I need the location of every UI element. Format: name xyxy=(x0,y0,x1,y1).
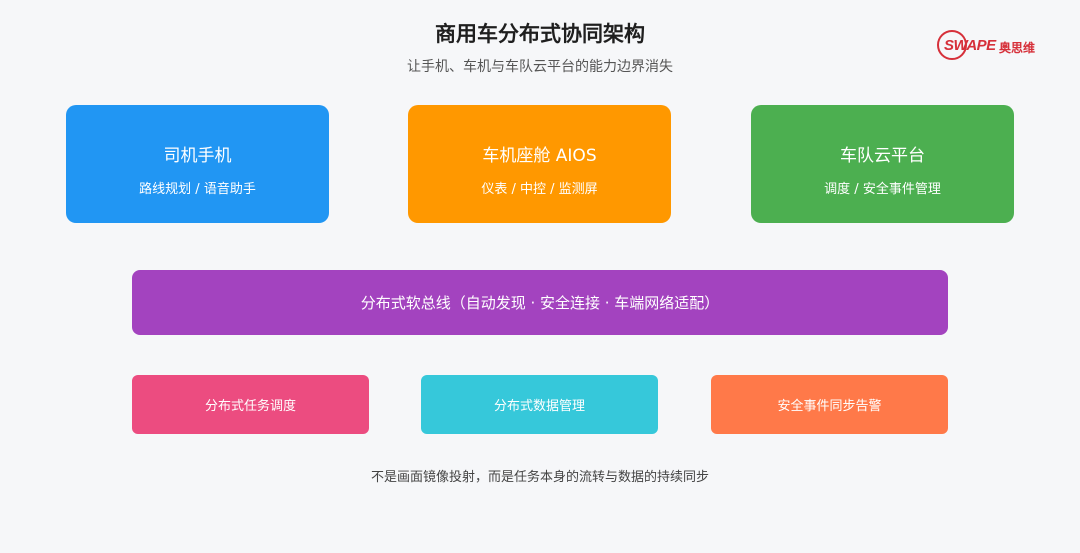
page-title: 商用车分布式协同架构 xyxy=(435,22,645,46)
card-title: 车机座舱 AIOS xyxy=(482,146,597,166)
service-label: 分布式数据管理 xyxy=(493,399,585,414)
card-title: 车队云平台 xyxy=(840,146,925,166)
card-subtitle: 仪表 / 中控 / 监测屏 xyxy=(481,182,598,197)
safety-alert-card: 安全事件同步告警 xyxy=(711,375,948,434)
footer-note: 不是画面镜像投射，而是任务本身的流转与数据的持续同步 xyxy=(370,470,709,485)
logo-name: 奥思维 xyxy=(999,41,1036,55)
data-management-card: 分布式数据管理 xyxy=(421,375,658,434)
card-title: 司机手机 xyxy=(163,146,232,166)
card-subtitle: 调度 / 安全事件管理 xyxy=(824,182,941,197)
logo-mark: SWAPE xyxy=(944,37,996,54)
service-label: 安全事件同步告警 xyxy=(777,399,882,414)
page-subtitle: 让手机、车机与车队云平台的能力边界消失 xyxy=(407,59,673,75)
brand-logo: SWAPE 奥思维 xyxy=(937,30,1057,64)
driver-phone-card: 司机手机 路线规划 / 语音助手 xyxy=(66,105,329,223)
service-label: 分布式任务调度 xyxy=(204,399,296,414)
cockpit-aios-card: 车机座舱 AIOS 仪表 / 中控 / 监测屏 xyxy=(408,105,671,223)
soft-bus-bar: 分布式软总线（自动发现 · 安全连接 · 车端网络适配） xyxy=(132,270,948,335)
logo-ring-icon xyxy=(937,30,967,60)
card-subtitle: 路线规划 / 语音助手 xyxy=(139,182,256,197)
fleet-cloud-card: 车队云平台 调度 / 安全事件管理 xyxy=(751,105,1014,223)
task-scheduling-card: 分布式任务调度 xyxy=(132,375,369,434)
soft-bus-label: 分布式软总线（自动发现 · 安全连接 · 车端网络适配） xyxy=(360,294,720,312)
